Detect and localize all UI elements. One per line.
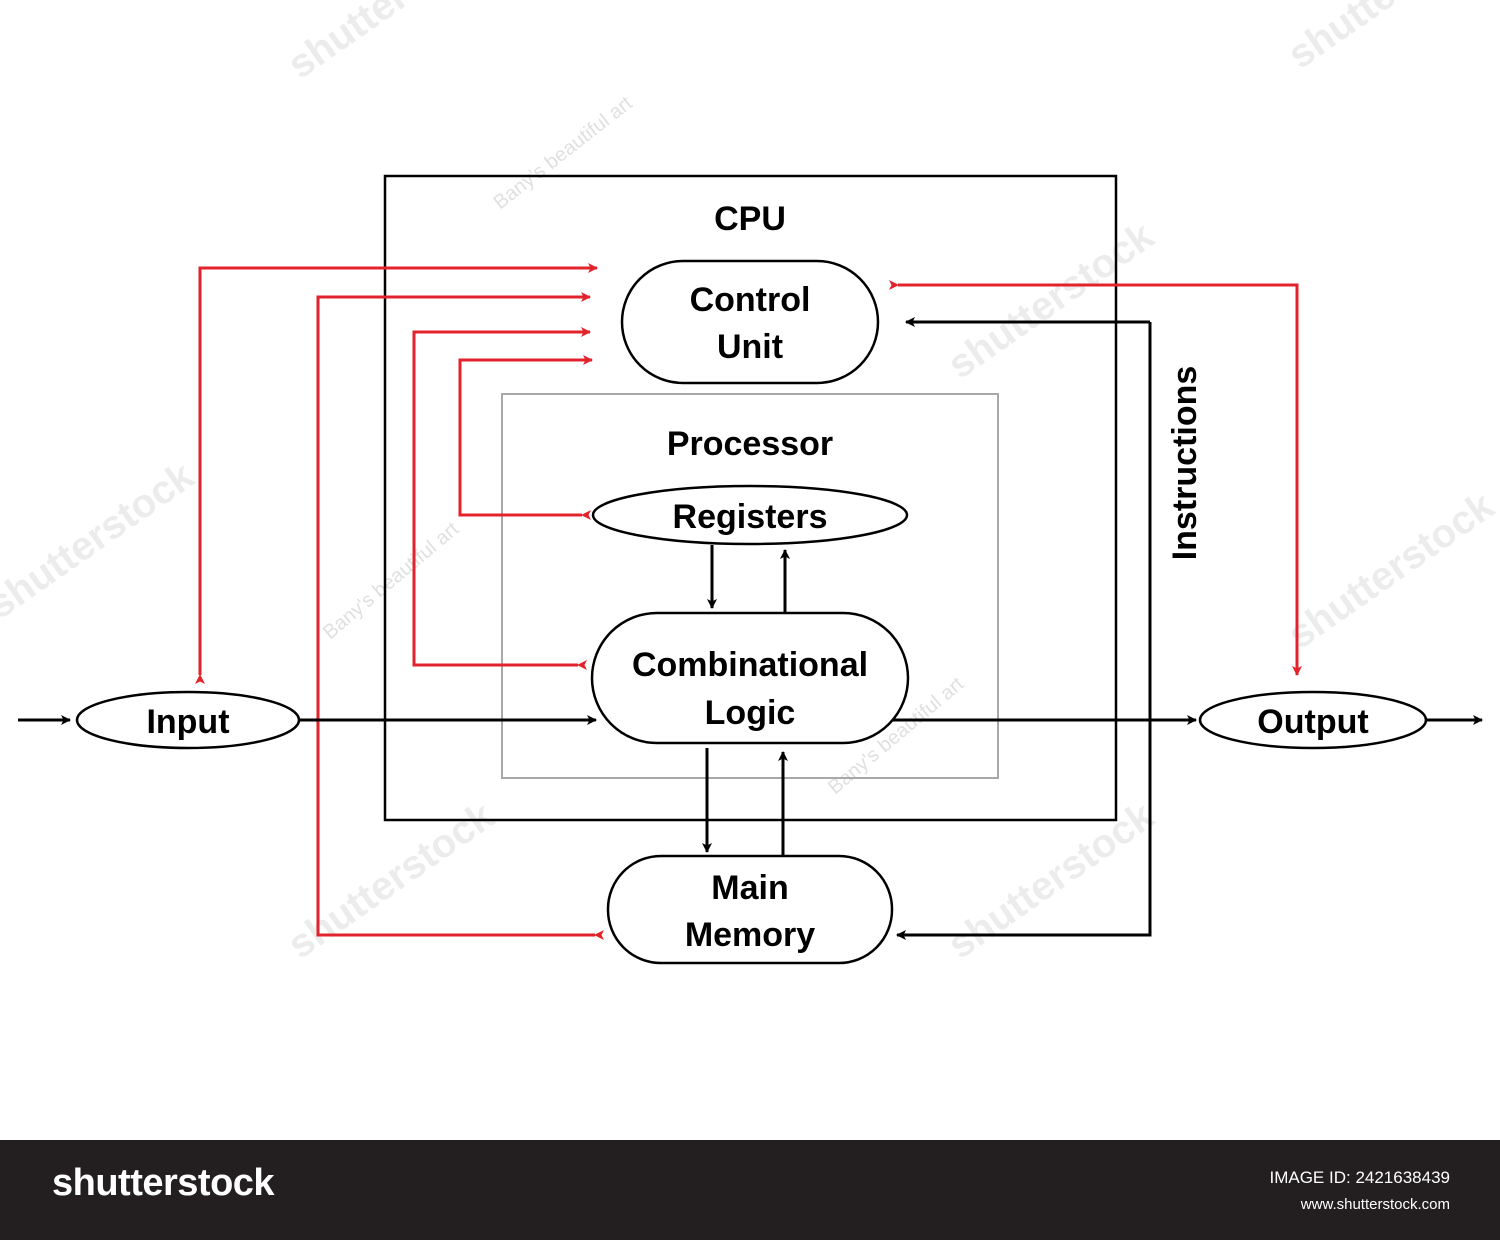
combinational-logic-node: Combinational Logic xyxy=(590,611,910,745)
watermark-brand: shutterstock xyxy=(1280,483,1500,657)
control-arrow-input-to-cu xyxy=(195,263,598,684)
watermark-brand: shutterstock xyxy=(940,213,1162,387)
output-label: Output xyxy=(1257,703,1368,741)
instructions-label: Instructions xyxy=(1166,366,1204,561)
registers-node: Registers xyxy=(591,484,909,546)
main-memory-label-line1: Main xyxy=(711,869,788,907)
watermark-artist: Bany's beautiful art xyxy=(490,92,637,214)
image-id: IMAGE ID: 2421638439 xyxy=(1269,1168,1450,1187)
cpu-box-title: CPU xyxy=(714,200,786,238)
watermark-brand: shutterstock xyxy=(280,0,502,87)
stock-url: www.shutterstock.com xyxy=(1300,1196,1450,1213)
image-id-block: IMAGE ID: 2421638439 www.shutterstock.co… xyxy=(1269,1168,1450,1213)
control-arrow-logic-to-cu xyxy=(412,327,591,670)
arrow-instructions-bus xyxy=(896,322,1152,940)
control-arrow-cu-to-output xyxy=(889,280,1302,676)
data-flow-arrows xyxy=(18,317,1483,940)
registers-label: Registers xyxy=(673,498,828,536)
control-unit-node: Control Unit xyxy=(620,259,880,385)
control-arrow-memory-to-cu xyxy=(316,292,604,940)
watermark-layer: shutterstock shutterstock shutterstock s… xyxy=(0,0,1500,967)
main-memory-node: Main Memory xyxy=(606,854,894,965)
combinational-logic-label-line2: Logic xyxy=(705,694,796,732)
control-arrow-registers-to-cu xyxy=(458,355,593,520)
control-unit-label-line1: Control xyxy=(690,281,811,319)
input-node: Input xyxy=(75,690,301,750)
watermark-brand: shutterstock xyxy=(1280,0,1500,77)
stock-footer-bar: shutterstock IMAGE ID: 2421638439 www.sh… xyxy=(0,1140,1500,1240)
combinational-logic-label-line1: Combinational xyxy=(632,646,868,684)
watermark-artist: Bany's beautiful art xyxy=(319,518,463,644)
stock-logo: shutterstock xyxy=(52,1162,275,1204)
main-memory-label-line2: Memory xyxy=(685,916,815,954)
output-node: Output xyxy=(1198,690,1428,750)
processor-box-title: Processor xyxy=(667,425,833,463)
watermark-brand: shutterstock xyxy=(0,453,202,627)
input-label: Input xyxy=(146,703,229,741)
control-signal-arrows xyxy=(195,263,1302,940)
control-unit-label-line2: Unit xyxy=(717,328,783,366)
